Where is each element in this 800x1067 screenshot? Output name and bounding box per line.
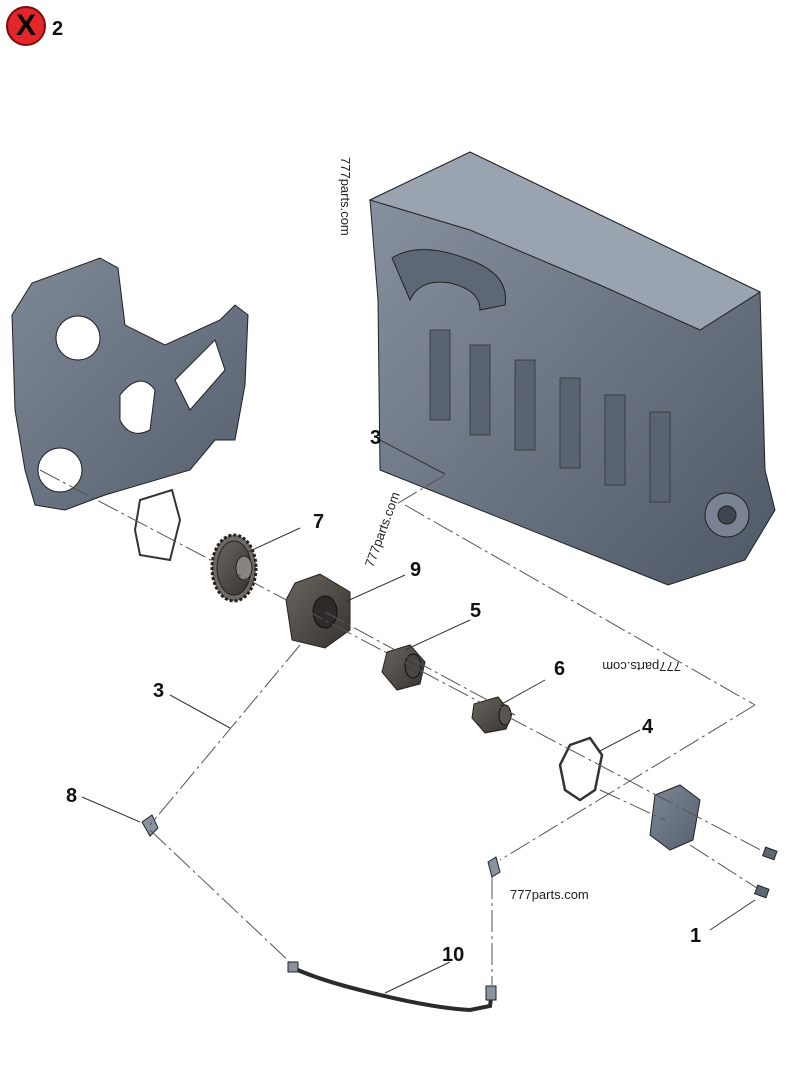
- fitting-part-8: [141, 814, 159, 837]
- gear-part-7: [210, 533, 258, 603]
- sleeve-part-6: [471, 696, 513, 734]
- close-glyph: X: [15, 9, 36, 42]
- engine-block: [368, 151, 776, 586]
- bushing-part-5: [381, 644, 426, 691]
- watermark-diagonal: 777parts.com: [362, 490, 403, 569]
- callout-6: 6: [554, 658, 565, 680]
- callout-4: 4: [642, 716, 654, 738]
- callout-leaders: [81, 439, 756, 994]
- callout-3-lower: 3: [153, 680, 164, 702]
- cover-gasket: [133, 488, 182, 562]
- callout-1: 1: [690, 925, 701, 947]
- elbow-fitting: [487, 856, 501, 878]
- watermark-vertical: 777parts.com: [338, 157, 353, 236]
- callout-9: 9: [410, 559, 421, 581]
- page-number: 2: [52, 18, 64, 40]
- bolt-part-1: [754, 846, 778, 899]
- watermark-upside-down: 777parts.com: [602, 659, 681, 674]
- watermark-bottom: 777parts.com: [510, 887, 589, 902]
- callout-5: 5: [470, 600, 481, 622]
- callout-8: 8: [66, 785, 77, 807]
- close-badge-icon[interactable]: X: [6, 6, 46, 46]
- gear-housing-cover: [11, 257, 249, 511]
- assembly-centerlines: [39, 469, 771, 985]
- callout-3-upper: 3: [370, 427, 381, 449]
- callout-10: 10: [442, 944, 464, 966]
- callout-7: 7: [313, 511, 324, 533]
- oil-tube-part-10: [287, 961, 497, 1013]
- cover-plate: [649, 784, 701, 851]
- adapter-part-9: [285, 573, 351, 649]
- gasket-part-4: [558, 736, 604, 802]
